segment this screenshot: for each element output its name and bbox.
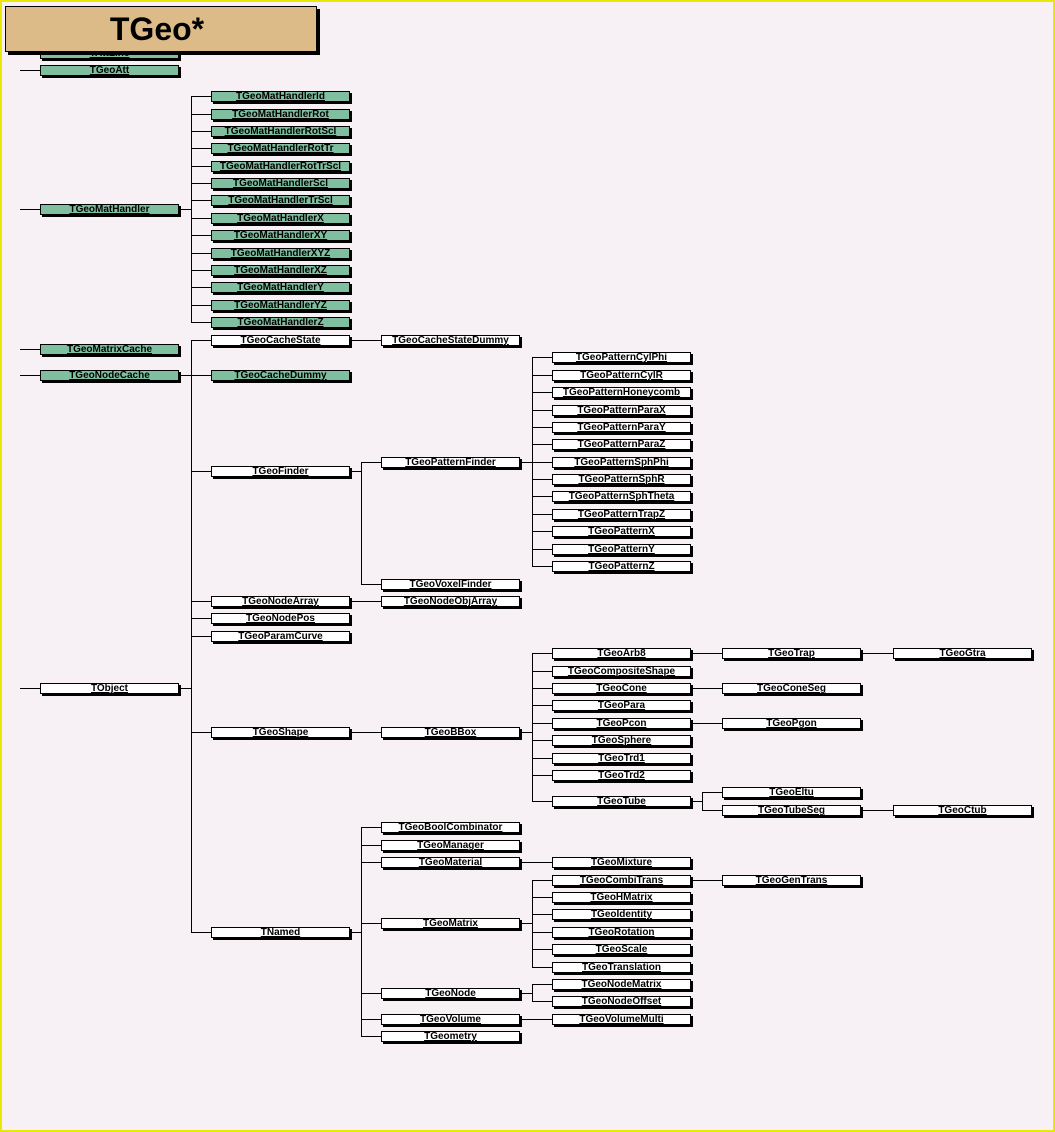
class-node-TGeoPatternSphR[interactable]: TGeoPatternSphR [552,474,691,485]
class-node-TGeoPatternCylR[interactable]: TGeoPatternCylR [552,370,691,381]
class-node-TGeoPara[interactable]: TGeoPara [552,700,691,711]
class-node-TGeoPatternZ[interactable]: TGeoPatternZ [552,561,691,572]
class-node-TGeoNodeCache[interactable]: TGeoNodeCache [40,370,179,381]
class-node-TGeoMatHandler[interactable]: TGeoMatHandler [40,204,179,215]
class-node-TGeoMatHandlerRotTr[interactable]: TGeoMatHandlerRotTr [211,143,350,154]
class-node-TGeoNode[interactable]: TGeoNode [381,988,520,999]
class-node-TGeoVolumeMulti[interactable]: TGeoVolumeMulti [552,1014,691,1025]
class-node-TGeoMixture[interactable]: TGeoMixture [552,857,691,868]
class-node-TGeoVoxelFinder[interactable]: TGeoVoxelFinder [381,579,520,590]
class-node-TGeoMatHandlerYZ[interactable]: TGeoMatHandlerYZ [211,300,350,311]
class-node-TGeoMatHandlerId[interactable]: TGeoMatHandlerId [211,91,350,102]
class-node-TGeoPatternParaX[interactable]: TGeoPatternParaX [552,405,691,416]
class-node-TGeoMatHandlerXZ[interactable]: TGeoMatHandlerXZ [211,265,350,276]
class-node-TGeoTranslation[interactable]: TGeoTranslation [552,962,691,973]
class-node-TGeoParamCurve[interactable]: TGeoParamCurve [211,631,350,642]
class-node-TGeoMatHandlerRotScl[interactable]: TGeoMatHandlerRotScl [211,126,350,137]
class-node-TGeoCacheStateDummy[interactable]: TGeoCacheStateDummy [381,335,520,346]
class-node-TGeoTrap[interactable]: TGeoTrap [722,648,861,659]
class-node-TGeoGtra[interactable]: TGeoGtra [893,648,1032,659]
class-node-TGeoNodeArray[interactable]: TGeoNodeArray [211,596,350,607]
class-node-TGeoPatternParaY[interactable]: TGeoPatternParaY [552,422,691,433]
class-node-TGeoBBox[interactable]: TGeoBBox [381,727,520,738]
class-node-TGeoEltu[interactable]: TGeoEltu [722,787,861,798]
class-node-TGeoIdentity[interactable]: TGeoIdentity [552,909,691,920]
class-node-TGeoMatHandlerZ[interactable]: TGeoMatHandlerZ [211,317,350,328]
class-node-TGeoCombiTrans[interactable]: TGeoCombiTrans [552,875,691,886]
class-node-TGeoManager[interactable]: TGeoManager [381,840,520,851]
class-node-TGeoArb8[interactable]: TGeoArb8 [552,648,691,659]
class-node-TGeoPatternX[interactable]: TGeoPatternX [552,526,691,537]
class-node-TGeoTube[interactable]: TGeoTube [552,796,691,807]
class-node-TGeoConeSeg[interactable]: TGeoConeSeg [722,683,861,694]
class-node-TGeoCacheDummy[interactable]: TGeoCacheDummy [211,370,350,381]
class-node-TGeoTrd1[interactable]: TGeoTrd1 [552,753,691,764]
page-title: TGeo* [109,11,205,47]
class-node-TGeoMatHandlerTrScl[interactable]: TGeoMatHandlerTrScl [211,195,350,206]
class-node-TGeoSphere[interactable]: TGeoSphere [552,735,691,746]
class-node-TGeoHMatrix[interactable]: TGeoHMatrix [552,892,691,903]
class-node-TGeoRotation[interactable]: TGeoRotation [552,927,691,938]
class-node-TGeometry[interactable]: TGeometry [381,1031,520,1042]
class-node-TGeoCacheState[interactable]: TGeoCacheState [211,335,350,346]
title-box: TGeo* [5,6,317,52]
class-node-TNamed[interactable]: TNamed [211,927,350,938]
class-node-TGeoNodeObjArray[interactable]: TGeoNodeObjArray [381,596,520,607]
class-node-TGeoTrd2[interactable]: TGeoTrd2 [552,770,691,781]
class-node-TGeoFinder[interactable]: TGeoFinder [211,466,350,477]
class-node-TGeoNodeOffset[interactable]: TGeoNodeOffset [552,996,691,1007]
class-node-TGeoTubeSeg[interactable]: TGeoTubeSeg [722,805,861,816]
class-node-TGeoPatternParaZ[interactable]: TGeoPatternParaZ [552,439,691,450]
class-node-TGeoMatHandlerX[interactable]: TGeoMatHandlerX [211,213,350,224]
class-node-TGeoCone[interactable]: TGeoCone [552,683,691,694]
class-node-TGeoPatternSphPhi[interactable]: TGeoPatternSphPhi [552,457,691,468]
class-node-TGeoMatrix[interactable]: TGeoMatrix [381,918,520,929]
class-node-TGeoMatrixCache[interactable]: TGeoMatrixCache [40,344,179,355]
class-node-TGeoPgon[interactable]: TGeoPgon [722,718,861,729]
class-node-TGeoPcon[interactable]: TGeoPcon [552,718,691,729]
class-node-TGeoMatHandlerScl[interactable]: TGeoMatHandlerScl [211,178,350,189]
class-node-TGeoMatHandlerY[interactable]: TGeoMatHandlerY [211,282,350,293]
class-node-TGeoNodeMatrix[interactable]: TGeoNodeMatrix [552,979,691,990]
class-node-TGeoCompositeShape[interactable]: TGeoCompositeShape [552,666,691,677]
class-node-TGeoMatHandlerXY[interactable]: TGeoMatHandlerXY [211,230,350,241]
class-node-TGeoPatternTrapZ[interactable]: TGeoPatternTrapZ [552,509,691,520]
class-node-TGeoPatternFinder[interactable]: TGeoPatternFinder [381,457,520,468]
class-node-TGeoPatternHoneycomb[interactable]: TGeoPatternHoneycomb [552,387,691,398]
class-node-TGeoMatHandlerXYZ[interactable]: TGeoMatHandlerXYZ [211,248,350,259]
class-node-TGeoBoolCombinator[interactable]: TGeoBoolCombinator [381,822,520,833]
class-node-TGeoAtt[interactable]: TGeoAtt [40,65,179,76]
class-node-TGeoCtub[interactable]: TGeoCtub [893,805,1032,816]
class-node-TObject[interactable]: TObject [40,683,179,694]
class-node-TGeoPatternSphTheta[interactable]: TGeoPatternSphTheta [552,491,691,502]
class-node-TGeoMatHandlerRot[interactable]: TGeoMatHandlerRot [211,109,350,120]
class-node-TGeoPatternY[interactable]: TGeoPatternY [552,544,691,555]
class-node-TGeoGenTrans[interactable]: TGeoGenTrans [722,875,861,886]
class-node-TGeoVolume[interactable]: TGeoVolume [381,1014,520,1025]
class-node-TGeoMaterial[interactable]: TGeoMaterial [381,857,520,868]
class-node-TGeoPatternCylPhi[interactable]: TGeoPatternCylPhi [552,352,691,363]
class-node-TGeoShape[interactable]: TGeoShape [211,727,350,738]
class-node-TGeoScale[interactable]: TGeoScale [552,944,691,955]
class-node-TGeoNodePos[interactable]: TGeoNodePos [211,613,350,624]
class-node-TGeoMatHandlerRotTrScl[interactable]: TGeoMatHandlerRotTrScl [211,161,350,172]
